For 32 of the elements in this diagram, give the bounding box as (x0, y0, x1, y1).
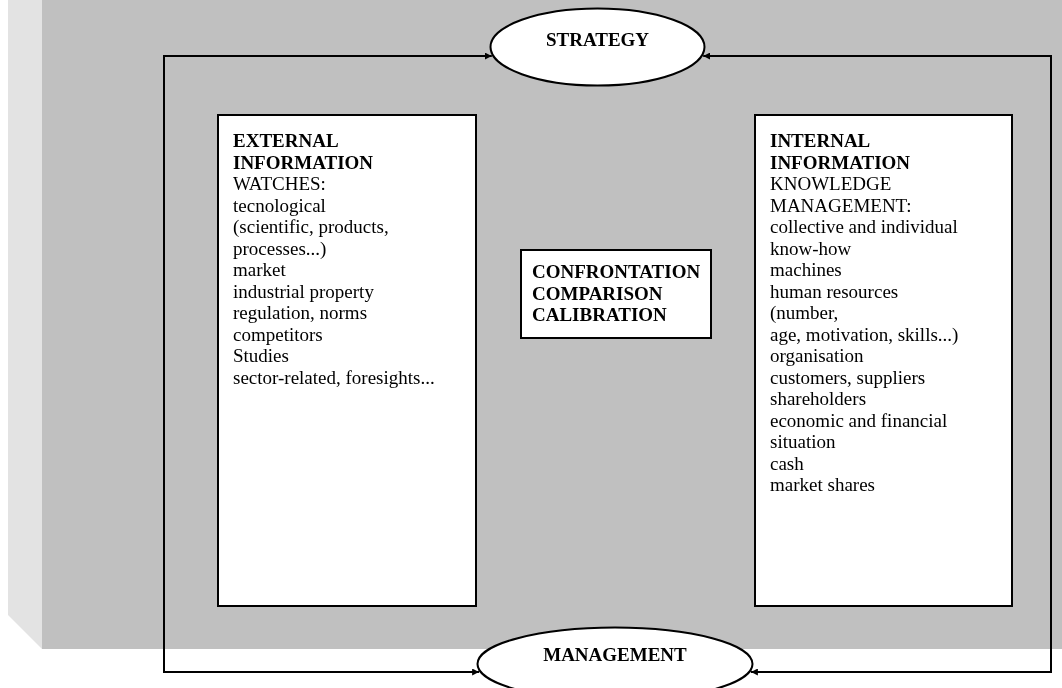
text-box (754, 114, 1013, 607)
list-text: Studies (233, 345, 290, 367)
text-box (520, 249, 712, 339)
list-text: (scientific, products, processes...) (233, 216, 390, 259)
heading-text: INTERNAL INFORMATION (770, 130, 912, 173)
list-text: (number, (770, 302, 840, 324)
list-text: industrial property (233, 280, 375, 302)
heading-text: MANAGEMENT (542, 644, 688, 666)
list-text: WATCHES: (233, 173, 327, 195)
list-text: KNOWLEDGE MANAGEMENT: (770, 173, 913, 216)
list-text: customers, suppliers (770, 366, 927, 388)
connector-arrow (702, 52, 1052, 676)
list-text: sector-related, foresights... (233, 366, 436, 388)
list-text: machines (770, 259, 843, 281)
text-box (217, 114, 477, 607)
list-text: market shares (770, 474, 876, 496)
list-text: competitors (233, 323, 324, 345)
list-text: cash (770, 452, 805, 474)
list-text: shareholders (770, 388, 868, 410)
heading-text: STRATEGY (544, 29, 651, 51)
list-text: regulation, norms (233, 302, 369, 324)
list-text: age, motivation, skills...) (770, 323, 960, 345)
list-text: market (233, 259, 287, 281)
ellipse-node (489, 7, 706, 87)
heading-text: COMPARISON (532, 282, 664, 304)
list-text: tecnological (233, 194, 327, 216)
heading-text: CALIBRATION (532, 304, 668, 326)
heading-text: CONFRONTATION (532, 261, 702, 283)
heading-text: EXTERNAL INFORMATION (233, 130, 375, 173)
list-text: human resources (770, 280, 900, 302)
connector-arrow (163, 52, 493, 676)
list-text: organisation (770, 345, 865, 367)
